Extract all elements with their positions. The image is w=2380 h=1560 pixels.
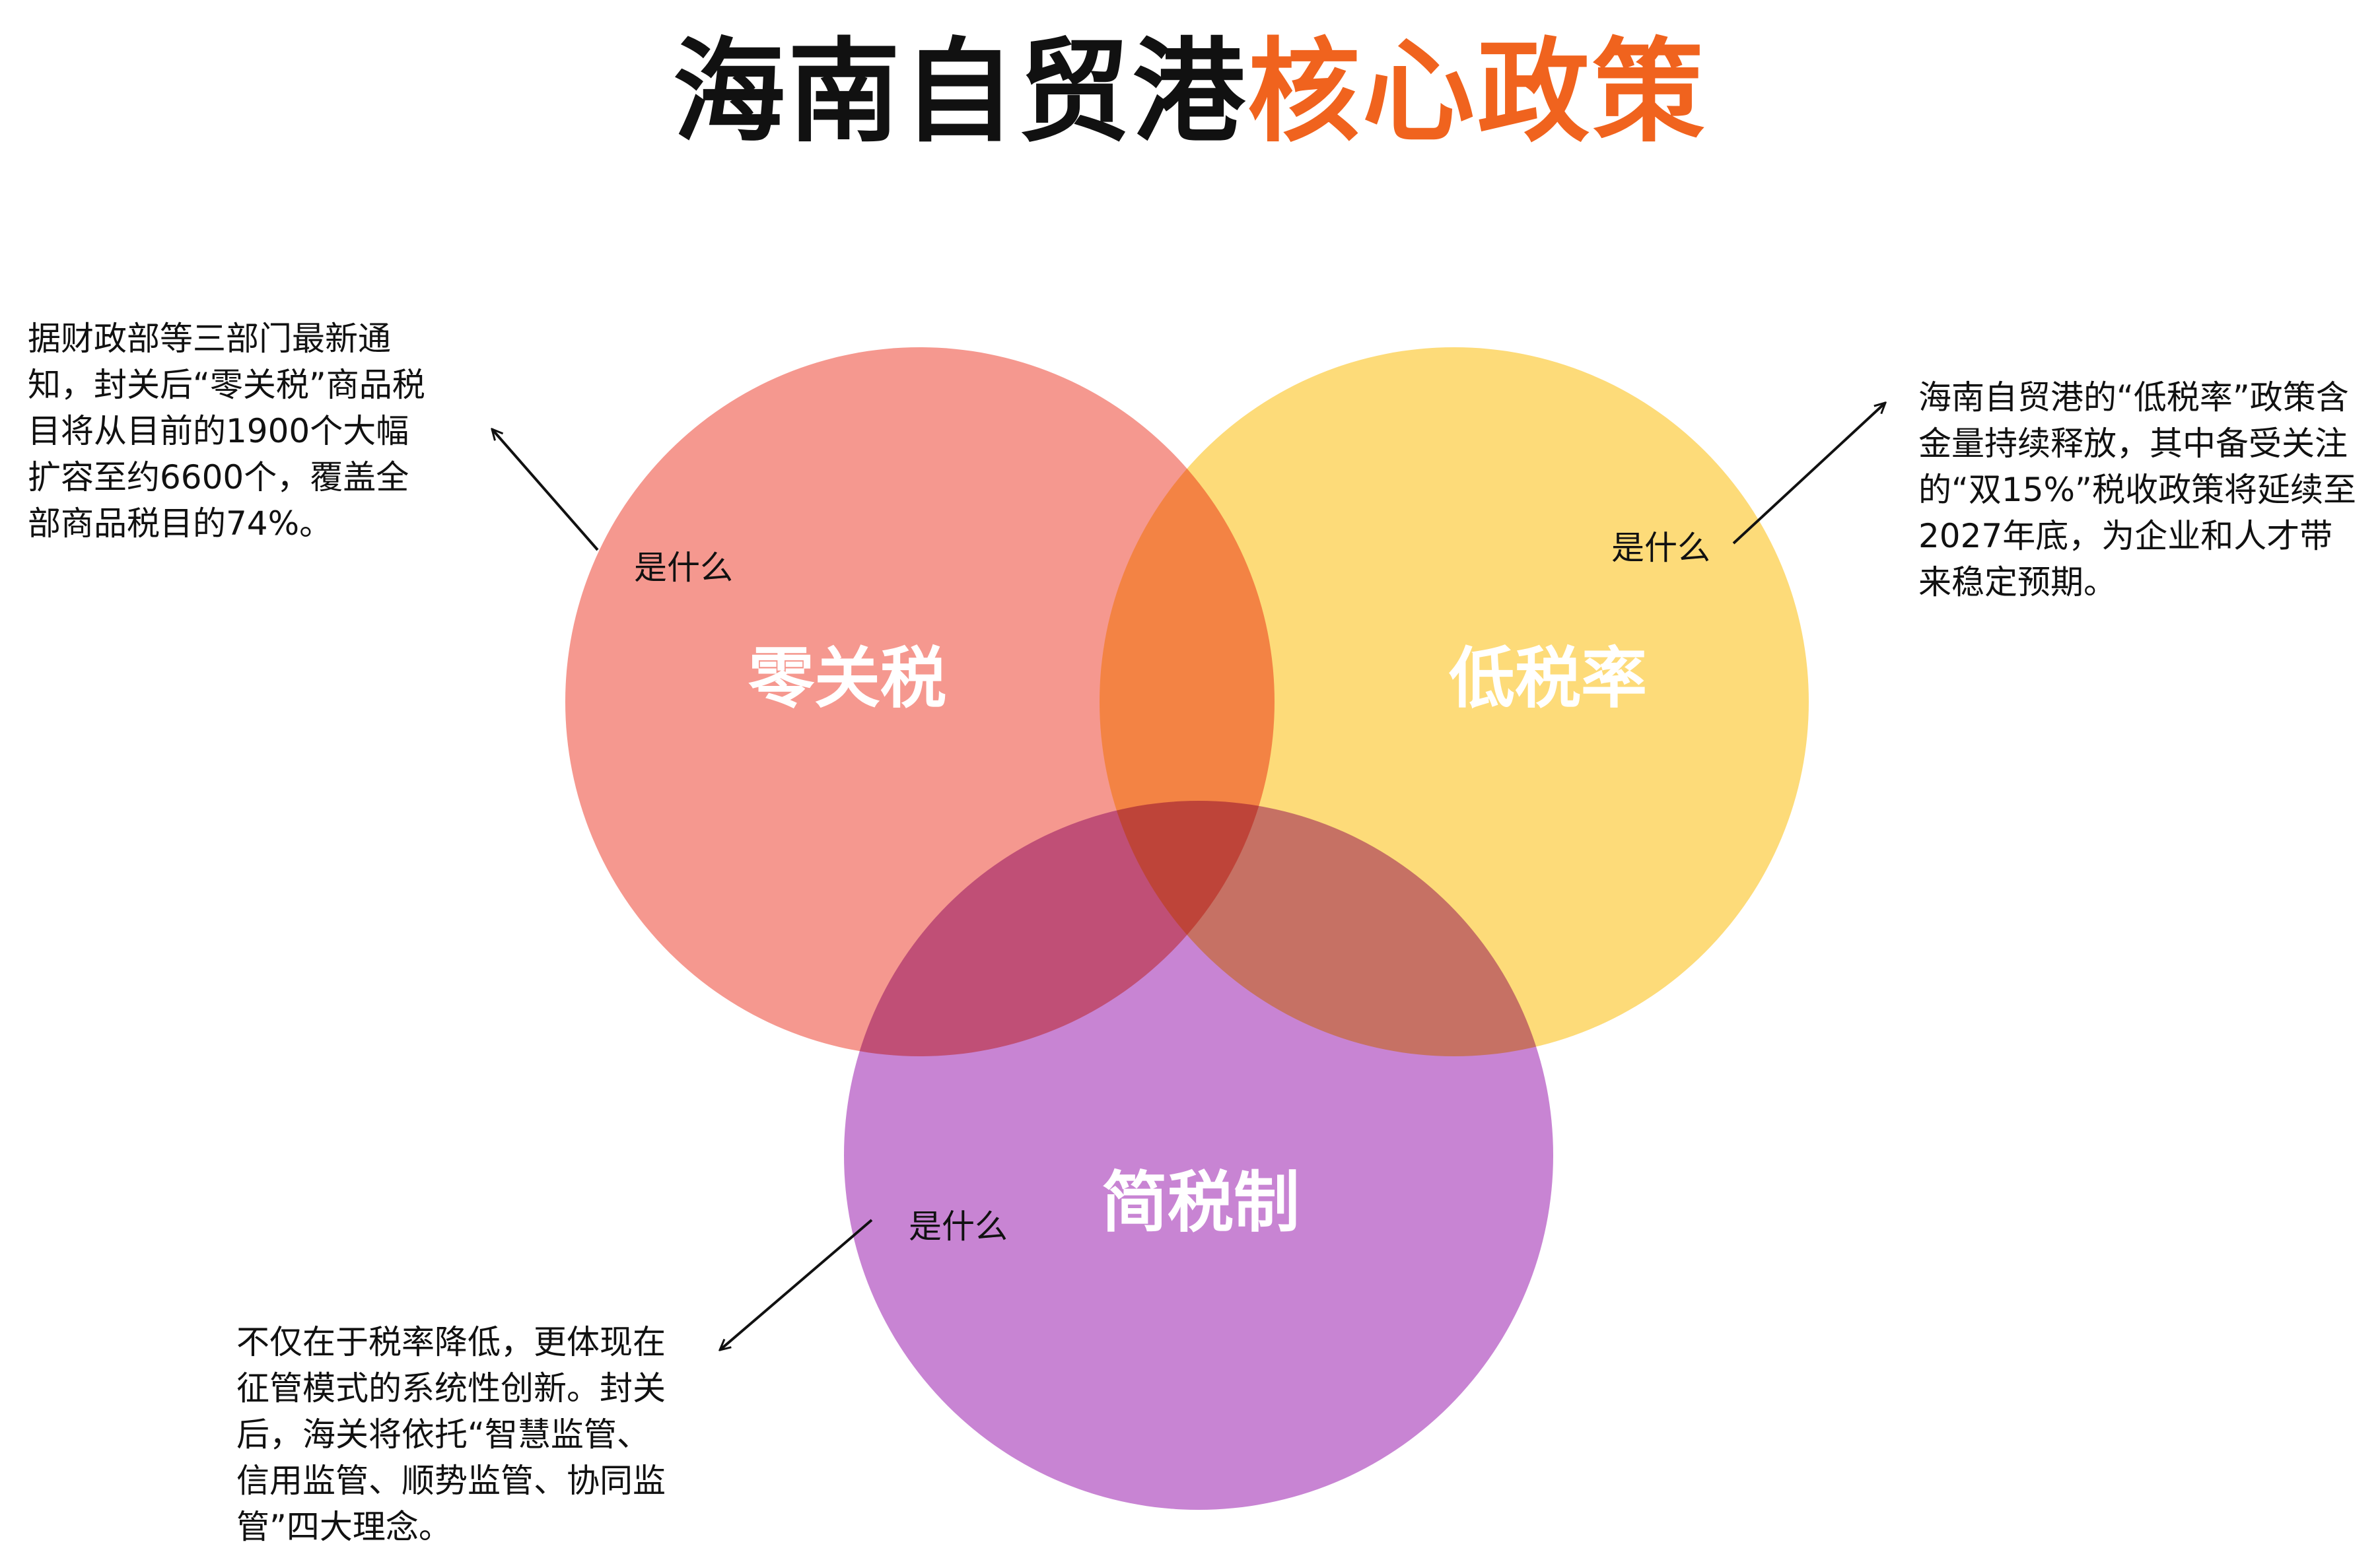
arrow-low-tax [1732,403,1885,545]
title-part-main: 海南自贸港 [672,27,1247,158]
circle-simple-tax [844,801,1553,1510]
what-label-simple-tax: 是什么 [909,1207,1008,1246]
description-low-tax: 海南自贸港的“低税率”政策含金量持续释放，其中备受关注的“双15%”税收政策将延… [1918,378,2356,601]
label-zero-tariff: 零关税 [748,640,946,717]
description-simple-tax: 不仅在于税率降低，更体现在征管模式的系统性创新。封关后，海关将依托“智慧监管、信… [236,1323,666,1546]
label-simple-tax: 简税制 [1102,1164,1300,1241]
title-part-highlight: 核心政策 [1247,27,1708,158]
arrow-simple-tax [720,1219,873,1350]
arrow-zero-tariff [492,429,599,551]
description-zero-tariff: 据财政部等三部门最新通知，封关后“零关税”商品税目将从目前的1900个大幅扩容至… [28,320,425,543]
what-label-low-tax: 是什么 [1611,529,1710,567]
what-label-zero-tariff: 是什么 [634,549,733,587]
label-low-tax: 低税率 [1449,640,1647,717]
page-title: 海南自贸港核心政策 [0,26,2380,158]
